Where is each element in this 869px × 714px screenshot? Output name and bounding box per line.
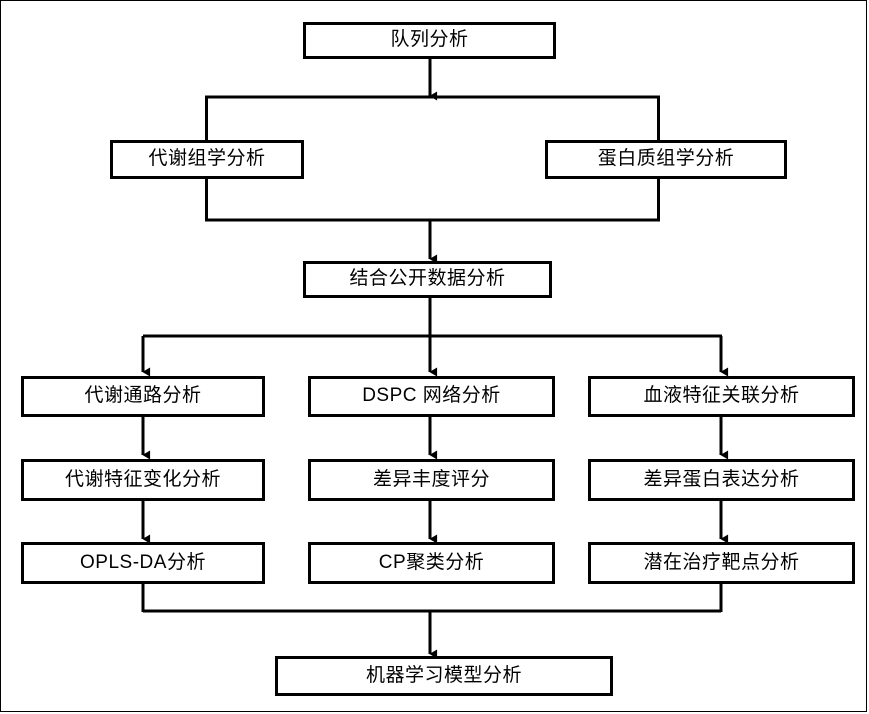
- node-label: 代谢组学分析: [148, 148, 266, 170]
- node-dspc-network-analysis[interactable]: DSPC 网络分析: [308, 376, 555, 417]
- node-label: 代谢通路分析: [84, 385, 202, 407]
- node-metabolic-feature-change-analysis[interactable]: 代谢特征变化分析: [21, 459, 265, 501]
- node-label: 潜在治疗靶点分析: [643, 551, 800, 573]
- node-cp-cluster-analysis[interactable]: CP聚类分析: [308, 542, 555, 584]
- node-label: 代谢特征变化分析: [64, 468, 221, 490]
- node-label: 机器学习模型分析: [365, 664, 522, 686]
- node-differential-abundance-score[interactable]: 差异丰度评分: [308, 459, 555, 501]
- node-label: 蛋白质组学分析: [597, 148, 735, 170]
- node-machine-learning-model-analysis[interactable]: 机器学习模型分析: [275, 656, 613, 696]
- node-differential-protein-expression-analysis[interactable]: 差异蛋白表达分析: [588, 459, 855, 501]
- node-blood-feature-association-analysis[interactable]: 血液特征关联分析: [588, 376, 855, 417]
- node-label: 差异蛋白表达分析: [643, 468, 800, 490]
- node-potential-therapeutic-target-analysis[interactable]: 潜在治疗靶点分析: [588, 542, 855, 584]
- node-metabolic-pathway-analysis[interactable]: 代谢通路分析: [21, 376, 265, 417]
- node-label: OPLS-DA分析: [80, 551, 206, 573]
- node-metabolomics-analysis[interactable]: 代谢组学分析: [110, 140, 304, 179]
- node-label: DSPC 网络分析: [362, 385, 501, 407]
- node-label: 差异丰度评分: [372, 468, 490, 490]
- node-label: CP聚类分析: [378, 551, 485, 573]
- node-proteomics-analysis[interactable]: 蛋白质组学分析: [545, 140, 787, 179]
- node-label: 队列分析: [390, 29, 469, 51]
- node-opls-da-analysis[interactable]: OPLS-DA分析: [21, 542, 265, 584]
- node-cohort-analysis[interactable]: 队列分析: [303, 22, 556, 59]
- node-label: 结合公开数据分析: [349, 268, 506, 290]
- node-public-data-analysis[interactable]: 结合公开数据分析: [303, 261, 552, 298]
- node-label: 血液特征关联分析: [643, 385, 800, 407]
